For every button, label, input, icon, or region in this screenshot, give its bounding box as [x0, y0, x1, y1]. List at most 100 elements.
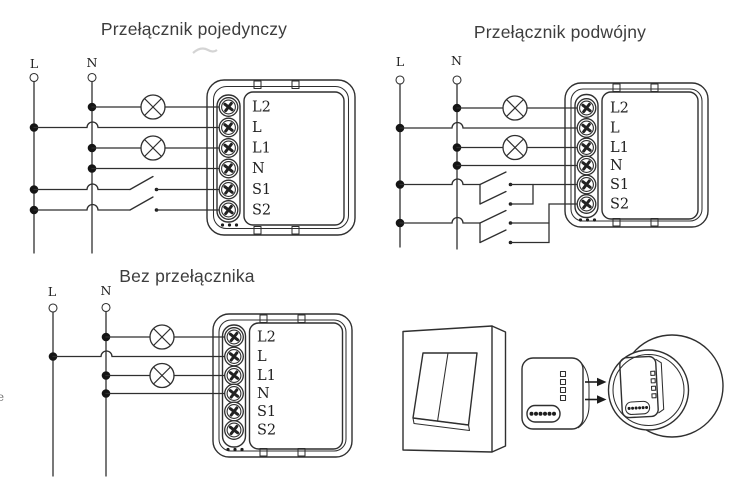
terminal-strip: [216, 94, 241, 223]
box-inner-rim: [612, 353, 685, 427]
lamp-icon: [149, 324, 175, 350]
round-junction-box: [607, 334, 724, 438]
terminal-screw-icon: [575, 154, 598, 177]
lamp-icon: [149, 362, 175, 389]
terminal-label-s2: S2: [252, 203, 271, 219]
neutral-wire-label: N: [451, 53, 462, 68]
switch-feed-wire: [399, 216, 481, 224]
terminal-dot: [529, 411, 534, 416]
wire-live-to-l: [52, 350, 235, 358]
terminal-screw-icon: [217, 116, 240, 139]
switch-blade: [129, 196, 154, 211]
rail-tooth: [650, 378, 656, 384]
terminal-dot: [627, 406, 631, 410]
terminal-label-s2: S2: [610, 197, 629, 213]
live-wire-origin: [395, 75, 405, 85]
rail-tooth: [559, 370, 567, 378]
module-body-panel: [243, 91, 345, 226]
plate-side-face: [491, 325, 507, 453]
mounting-tab: [253, 80, 262, 90]
module-in-box: [619, 355, 665, 419]
terminal-dot: [543, 411, 547, 416]
terminal-screw-icon: [575, 136, 598, 159]
terminal-label-l1: L1: [252, 141, 271, 157]
vent-dot: [592, 218, 597, 222]
terminal-label-s1: S1: [610, 177, 629, 193]
switch-blade: [479, 171, 507, 186]
mounting-tab: [650, 83, 659, 93]
rail-tooth: [559, 394, 567, 402]
mounting-tab: [253, 225, 262, 235]
vent-dot: [240, 447, 244, 452]
diagram-title: Bez przełącznika: [119, 266, 255, 286]
diagram-single-switch: Przełącznik pojedynczy L N: [29, 19, 356, 254]
rocker-lip: [412, 417, 471, 432]
wire-live-to-l: [399, 121, 588, 129]
terminal-dot: [638, 406, 642, 410]
terminal-screw-icon: [223, 419, 245, 441]
lamp-icon: [502, 134, 528, 161]
terminal-screw-icon: [217, 96, 240, 118]
terminal-dot: [641, 406, 645, 410]
terminal-screw-icon: [223, 400, 245, 423]
rail-tooth: [650, 385, 657, 391]
terminal-screw-icon: [217, 199, 240, 221]
live-wire-label: L: [48, 284, 56, 299]
module-body-panel: [601, 91, 699, 220]
relay-module: L2 L L1 N S1 S2: [212, 313, 353, 458]
vent-dot: [578, 218, 583, 222]
terminal-label-l: L: [610, 121, 620, 137]
wall-switch-symbol: [33, 175, 230, 192]
mounting-tab: [291, 80, 300, 90]
terminal-label-n: N: [610, 158, 623, 174]
neutral-wire-origin: [452, 75, 462, 85]
relay-module-3d: [521, 357, 590, 430]
mounting-tab: [297, 314, 306, 324]
terminal-block: [625, 400, 651, 415]
terminal-dot: [634, 406, 638, 410]
plate-front-face: [402, 325, 493, 453]
live-wire-label: L: [30, 56, 38, 71]
mounting-tab: [612, 83, 621, 93]
neutral-wire-label: N: [101, 283, 112, 298]
diagram-title: Przełącznik podwójny: [474, 22, 646, 42]
module-depth-edge: [655, 358, 665, 414]
lamp-icon: [502, 95, 528, 121]
terminal-dot: [552, 411, 556, 416]
rocker-buttons: [412, 352, 478, 426]
terminal-label-l1: L1: [610, 140, 629, 156]
wall-switch-plate: [402, 325, 507, 453]
installation-illustration: [402, 325, 724, 453]
vent-dot: [220, 223, 225, 227]
switch-feed-wire: [399, 178, 481, 186]
terminal-label-l1: L1: [257, 368, 276, 384]
live-wire-origin: [29, 72, 39, 83]
terminal-label-l2: L2: [252, 100, 271, 116]
vent-dot: [226, 447, 230, 452]
mounting-tab: [291, 225, 300, 235]
terminal-strip: [221, 324, 247, 448]
terminal-label-s1: S1: [252, 182, 271, 198]
rail-tooth: [651, 393, 657, 399]
terminal-label-l: L: [252, 120, 262, 136]
double-switch-symbol: [399, 171, 588, 206]
switch-blade: [129, 175, 154, 191]
neutral-wire-origin: [101, 302, 111, 313]
terminal-label-n: N: [257, 386, 270, 402]
wire-switch-to-s2: [509, 203, 588, 244]
mounting-tab: [259, 314, 268, 324]
terminal-label-n: N: [252, 161, 265, 177]
relay-module: L2 L L1 N S1 S2: [564, 82, 709, 228]
terminal-screw-icon: [575, 97, 598, 119]
rail-tooth: [559, 386, 567, 394]
lamp-icon: [140, 135, 166, 161]
wall-switch-symbol: [33, 196, 230, 212]
terminal-block: [526, 404, 561, 423]
module-front-face: [521, 357, 584, 430]
terminal-screw-icon: [217, 157, 240, 180]
double-switch-symbol: [399, 203, 588, 245]
terminal-screw-icon: [575, 193, 598, 215]
terminal-screw-icon: [223, 345, 245, 368]
